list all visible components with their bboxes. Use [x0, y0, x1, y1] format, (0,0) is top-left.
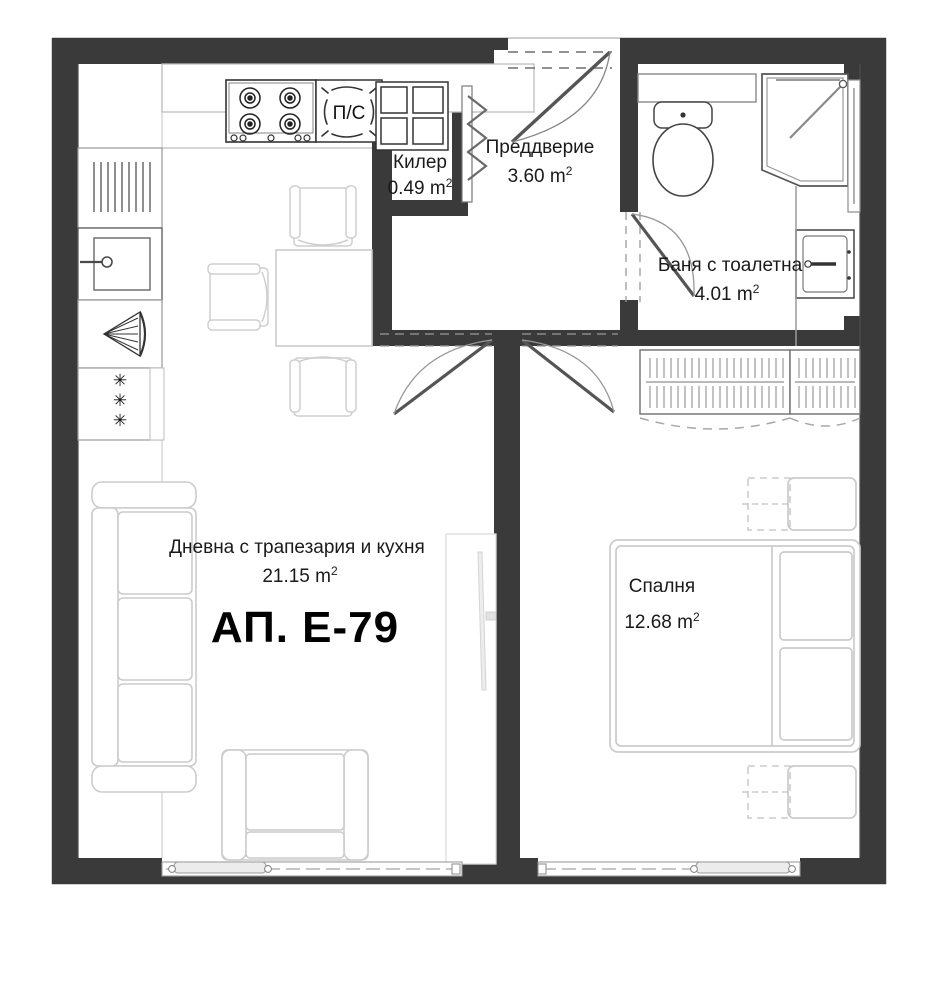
- dining-table: [275, 249, 373, 347]
- three-seat-sofa: [91, 481, 197, 793]
- bathroom-door: [625, 212, 696, 302]
- bathroom-door-leaf: [630, 213, 696, 297]
- wardrobe: [789, 349, 861, 415]
- wall-top-nub: [494, 38, 508, 50]
- wall-hall-bottom: [516, 330, 638, 346]
- structural-walls: [52, 38, 886, 884]
- pantry-door-leaf: [466, 95, 488, 181]
- bedroom-door: [521, 333, 618, 414]
- bathroom-window: [847, 79, 861, 213]
- dining-chair: [289, 356, 357, 417]
- room-area-hallway: 3.60 m2: [508, 164, 573, 187]
- bathroom-door-arc: [631, 213, 695, 297]
- wall-pantry-bottom: [372, 200, 466, 216]
- toilet-cistern: [637, 73, 757, 103]
- living-door-arc: [393, 339, 493, 415]
- room-labels: Дневна с трапезария и кухня 21.15 m2 Кил…: [169, 137, 802, 652]
- pantry-door: [461, 85, 488, 203]
- room-label-bedroom: Спалня: [629, 576, 695, 597]
- wall-top-right: [620, 38, 886, 64]
- svg-text:✳: ✳: [113, 371, 127, 391]
- wall-central-mid: [494, 358, 520, 698]
- nightstand: [742, 765, 857, 819]
- sill-bedroom: [538, 876, 800, 884]
- washbasin-icon: [795, 229, 855, 299]
- dining-chair: [207, 263, 269, 331]
- wall-bath-bottom: [638, 330, 860, 346]
- wall-bottom-right: [800, 858, 886, 884]
- bedroom-door-arc: [521, 339, 615, 413]
- shower-door-swing: [789, 85, 842, 139]
- wall-bottom-left: [52, 858, 162, 884]
- wall-bath-left-top: [620, 64, 638, 212]
- sliding-window: [161, 861, 463, 877]
- room-label-hallway: Преддверие: [486, 137, 595, 158]
- wall-living-header: [372, 330, 500, 346]
- tv-media-unit: [445, 533, 497, 865]
- sill-living: [162, 876, 462, 884]
- double-bed: [609, 539, 861, 753]
- svg-text:✳: ✳: [113, 391, 127, 411]
- room-label-living: Дневна с трапезария и кухня: [169, 537, 425, 558]
- entry-door-arc: [511, 51, 611, 143]
- kitchen-sink-icon: [77, 227, 163, 301]
- entry-door: [508, 50, 612, 144]
- nightstand: [742, 477, 857, 531]
- room-area-bedroom: 12.68 m2: [624, 610, 700, 633]
- dining-chair: [289, 185, 357, 247]
- toilet-icon: [652, 101, 714, 197]
- wall-right-exterior: [860, 38, 886, 884]
- room-area-living: 21.15 m2: [262, 564, 338, 587]
- corner-shower-icon: [761, 73, 849, 187]
- dishwasher-label: П/С: [333, 103, 366, 124]
- bedroom-door-leaf: [521, 338, 615, 414]
- svg-text:✳: ✳: [113, 411, 127, 431]
- refrigerator-icon: ✳ ✳ ✳: [77, 367, 165, 441]
- apartment-label: АП. Е-79: [211, 603, 399, 652]
- entry-door-leaf: [510, 50, 612, 144]
- room-area-bathroom: 4.01 m2: [695, 282, 760, 305]
- wardrobe: [639, 349, 791, 415]
- wall-top-left: [52, 38, 494, 64]
- armchair: [221, 749, 369, 861]
- sliding-window: [537, 861, 801, 877]
- stove-cooktop-icon: [225, 79, 317, 143]
- radiator-icon: [77, 147, 163, 229]
- pantry-shelving: [375, 81, 449, 151]
- extractor-hood-icon: [77, 299, 163, 369]
- room-label-pantry: Килер: [393, 152, 447, 173]
- wardrobe-swing: [639, 417, 861, 430]
- room-label-bathroom: Баня с тоалетна: [658, 255, 803, 276]
- living-door-leaf: [393, 338, 493, 416]
- living-room-door: [380, 333, 493, 416]
- wall-bath-jamb-bottom: [844, 316, 860, 346]
- wall-left-exterior: [52, 38, 78, 884]
- room-area-pantry: 0.49 m2: [388, 176, 453, 199]
- dishwasher-icon: П/С: [315, 79, 383, 143]
